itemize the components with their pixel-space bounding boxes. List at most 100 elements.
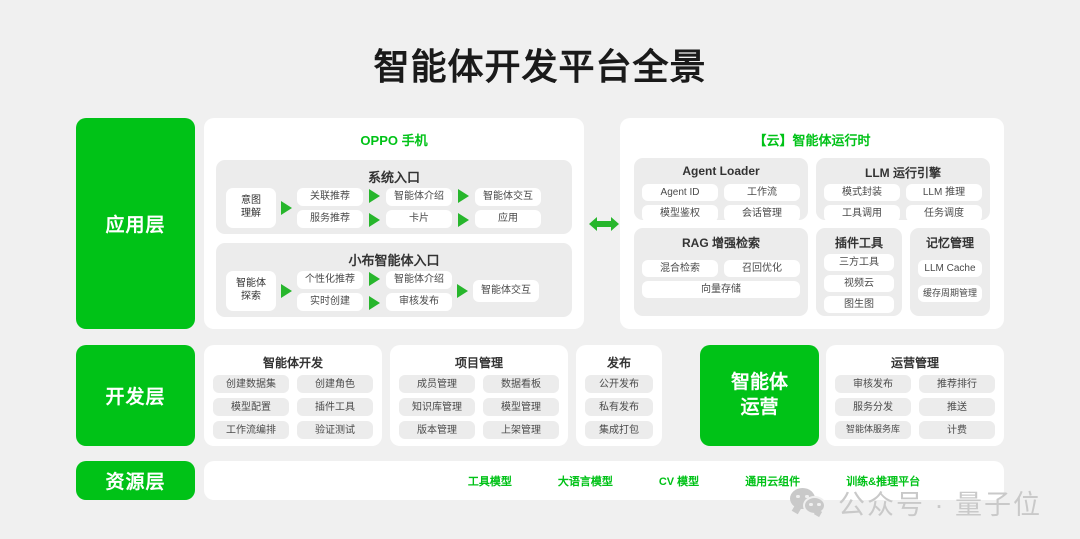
chip-item: 审核发布 — [386, 292, 452, 311]
flow-start-intent-line1: 意图 — [241, 195, 261, 206]
chip-item: 计费 — [919, 421, 995, 439]
arrow-column — [457, 186, 470, 230]
double-arrow-icon — [589, 216, 619, 232]
memory-items: LLM Cache 缓存周期管理 — [918, 260, 982, 302]
arrow-column — [368, 269, 381, 313]
chip-item: 模式封装 — [824, 184, 900, 201]
box-memory-title: 记忆管理 — [925, 236, 974, 250]
card-agent-development-title: 智能体开发 — [262, 356, 323, 370]
chip-item: 智能体交互 — [473, 279, 539, 302]
group-system-entry-title: 系统入口 — [367, 170, 420, 185]
box-memory-management: 记忆管理 LLM Cache 缓存周期管理 — [910, 228, 990, 316]
group-system-entry: 系统入口 意图理解 关联推荐 服务推荐 智能体介绍 卡片 — [216, 160, 572, 234]
system-entry-col1: 关联推荐 服务推荐 — [297, 187, 363, 228]
flow-start-intent-line2: 理解 — [241, 207, 261, 219]
box-agent-loader-title: Agent Loader — [682, 164, 760, 178]
chip-item: 版本管理 — [399, 421, 475, 439]
project-management-items: 成员管理 数据看板 知识库管理 模型管理 版本管理 上架管理 — [399, 375, 559, 439]
page-title: 智能体开发平台全景 — [373, 46, 707, 87]
chip-item: 上架管理 — [483, 421, 559, 439]
card-agent-development: 智能体开发 创建数据集 创建角色 模型配置 插件工具 工作流编排 验证测试 — [204, 345, 382, 446]
arrow-right-icon — [458, 188, 469, 203]
chip-item: 工具调用 — [824, 205, 900, 222]
chip-item: 缓存周期管理 — [918, 285, 982, 302]
flow-start-intent: 意图理解 — [226, 187, 276, 228]
arrow-right-icon — [281, 283, 292, 298]
chip-item: 模型管理 — [483, 398, 559, 416]
arrow-right-icon — [458, 212, 469, 227]
agent-loader-items: Agent ID 工作流 模型鉴权 会话管理 — [642, 184, 800, 222]
chip-item: 模型鉴权 — [642, 205, 718, 222]
layer-label-application: 应用层 — [76, 118, 195, 329]
chip-item: 成员管理 — [399, 375, 475, 393]
layer-label-development: 开发层 — [76, 345, 195, 446]
arrow-right-icon — [369, 212, 380, 227]
box-rag-retrieval: RAG 增强检索 混合检索 召回优化 向量存储 — [634, 228, 808, 316]
release-items: 公开发布 私有发布 集成打包 — [585, 375, 653, 439]
box-plugin-tools: 插件工具 三方工具 视频云 图生图 — [816, 228, 902, 316]
chip-item: 服务分发 — [835, 398, 911, 416]
chip-item: 工作流编排 — [213, 421, 289, 439]
chip-item: 向量存储 — [642, 281, 800, 298]
panel-cloud-title: 【云】智能体运行时 — [753, 133, 871, 148]
arrow-right-icon — [281, 200, 292, 215]
card-operations-management: 运营管理 审核发布 推荐排行 服务分发 推送 智能体服务库 计费 — [826, 345, 1004, 446]
arrow-column — [368, 186, 381, 230]
chip-item: 图生图 — [824, 296, 894, 313]
chip-item: 三方工具 — [824, 254, 894, 271]
watermark: 公众号 · 量子位 — [790, 483, 1042, 522]
agent-development-items: 创建数据集 创建角色 模型配置 插件工具 工作流编排 验证测试 — [213, 375, 373, 439]
chip-item: 智能体介绍 — [386, 270, 452, 289]
chip-item: LLM Cache — [918, 260, 982, 277]
chip-item: LLM 推理 — [906, 184, 982, 201]
chip-item: 召回优化 — [724, 260, 800, 277]
agent-operations-line2: 运营 — [740, 396, 779, 418]
box-plugin-title: 插件工具 — [834, 236, 883, 250]
chip-item: 会话管理 — [724, 205, 800, 222]
llm-engine-items: 模式封装 LLM 推理 工具调用 任务调度 — [824, 184, 982, 222]
layer-label-resource: 资源层 — [76, 461, 195, 500]
group-xiaobu-entry: 小布智能体入口 智能体探索 个性化推荐 实时创建 智能体介绍 审核发布 — [216, 243, 572, 317]
chip-item: 任务调度 — [906, 205, 982, 222]
system-entry-flow: 意图理解 关联推荐 服务推荐 智能体介绍 卡片 — [226, 186, 562, 230]
chip-item: 私有发布 — [585, 398, 653, 416]
chip-item: 创建角色 — [297, 375, 373, 393]
chip-item: 推送 — [919, 398, 995, 416]
box-agent-loader: Agent Loader Agent ID 工作流 模型鉴权 会话管理 — [634, 158, 808, 222]
resource-item: 工具模型 — [467, 475, 512, 488]
panel-oppo-title: OPPO 手机 — [360, 133, 428, 148]
chip-item: 应用 — [475, 209, 541, 228]
card-project-management: 项目管理 成员管理 数据看板 知识库管理 模型管理 版本管理 上架管理 — [390, 345, 568, 446]
xiaobu-entry-flow: 智能体探索 个性化推荐 实时创建 智能体介绍 审核发布 智能体交互 — [226, 269, 562, 313]
chip-item: 验证测试 — [297, 421, 373, 439]
box-llm-engine: LLM 运行引擎 模式封装 LLM 推理 工具调用 任务调度 — [816, 158, 990, 222]
flow-start-explore-line2: 探索 — [241, 290, 261, 302]
chip-item: 卡片 — [386, 209, 452, 228]
panel-cloud-runtime: 【云】智能体运行时 Agent Loader Agent ID 工作流 模型鉴权… — [620, 118, 1004, 329]
chip-item: 智能体服务库 — [835, 421, 911, 439]
rag-items: 混合检索 召回优化 向量存储 — [642, 260, 800, 298]
flow-start-explore-line1: 智能体 — [236, 278, 266, 289]
panel-oppo-phone: OPPO 手机 系统入口 意图理解 关联推荐 服务推荐 智能体介绍 卡片 — [204, 118, 584, 329]
arrow-right-icon — [369, 295, 380, 310]
chip-item: 关联推荐 — [297, 187, 363, 206]
operations-management-items: 审核发布 推荐排行 服务分发 推送 智能体服务库 计费 — [835, 375, 995, 439]
xiaobu-entry-col1: 个性化推荐 实时创建 — [297, 270, 363, 311]
resource-item: 通用云组件 — [745, 475, 801, 488]
plugin-items: 三方工具 视频云 图生图 — [824, 254, 894, 313]
chip-item: 数据看板 — [483, 375, 559, 393]
card-operations-management-title: 运营管理 — [890, 356, 939, 370]
group-xiaobu-entry-title: 小布智能体入口 — [348, 253, 440, 268]
card-release: 发布 公开发布 私有发布 集成打包 — [576, 345, 662, 446]
chip-item: 视频云 — [824, 275, 894, 292]
watermark-text: 公众号 · 量子位 — [838, 490, 1042, 520]
resource-item: 训练&推理平台 — [846, 475, 921, 488]
agent-operations-line1: 智能体 — [730, 371, 788, 393]
box-rag-title: RAG 增强检索 — [681, 236, 760, 250]
resource-item: CV 模型 — [658, 475, 700, 488]
wechat-icon — [790, 487, 828, 518]
arrow-right-icon — [457, 283, 468, 298]
system-entry-col2: 智能体介绍 卡片 — [386, 187, 452, 228]
flow-start-agent-explore: 智能体探索 — [226, 270, 276, 311]
